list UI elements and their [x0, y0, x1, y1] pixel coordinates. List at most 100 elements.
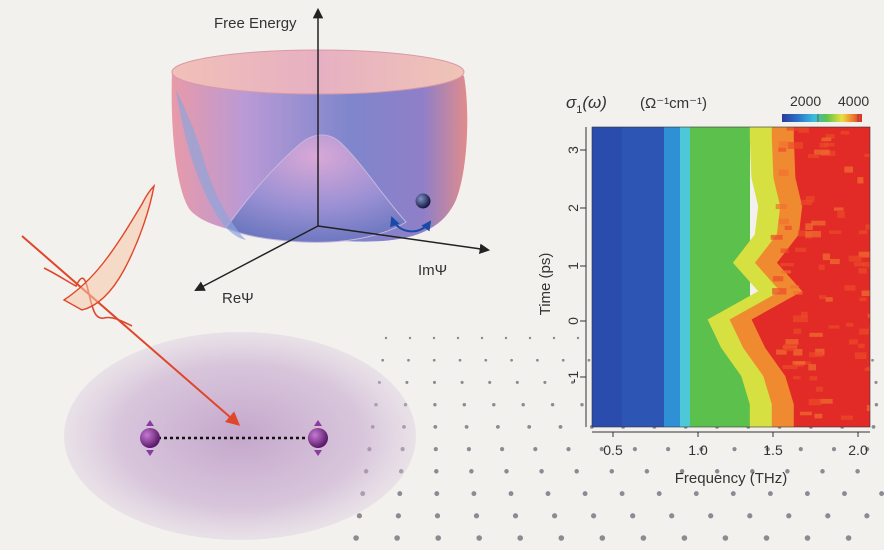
lattice-dot — [842, 491, 847, 497]
lattice-dot — [798, 447, 803, 452]
heatmap-speckle-cell — [780, 263, 794, 267]
heatmap-speckle-cell — [864, 153, 870, 158]
lattice-dot — [550, 402, 555, 407]
heatmap-speckle-cell — [840, 415, 853, 420]
lattice-dot — [590, 513, 597, 519]
lattice-dot — [395, 513, 402, 519]
lattice-dot — [473, 513, 480, 519]
lattice-dot — [747, 513, 753, 519]
lattice-dot — [786, 513, 792, 519]
heatmap-speckle-cell — [805, 223, 813, 230]
lattice-dot — [874, 402, 879, 407]
heatmap-speckle-cell — [782, 365, 798, 370]
lattice-dot — [708, 513, 714, 519]
heatmap-speckle-cell — [858, 268, 867, 274]
lattice-dot — [517, 535, 523, 541]
lattice-dot — [536, 358, 539, 362]
heatmap-speckle-cell — [808, 154, 820, 159]
lattice-dot — [679, 469, 685, 474]
heatmap-speckle-cell — [869, 324, 870, 331]
lattice-dot — [476, 535, 483, 541]
heatmap-speckle — [770, 127, 870, 420]
heatmap-speckle-cell — [830, 258, 840, 265]
heatmap-speckle-cell — [845, 322, 854, 327]
conductivity-heatmap: σ1(ω) (Ω⁻¹cm⁻¹) 2000 4000 — [537, 93, 871, 487]
lattice-dot — [394, 535, 400, 541]
colorbar-tick-label: 4000 — [838, 93, 869, 109]
x-tick-label: 0.5 — [603, 442, 623, 458]
heatmap-band-cyan — [680, 127, 692, 427]
lattice-dot — [874, 380, 878, 384]
lattice-dot — [750, 469, 755, 474]
lattice-dot — [466, 447, 471, 452]
heatmap-speckle-cell — [848, 255, 862, 262]
lattice-dot — [804, 535, 811, 541]
lattice-dot — [765, 447, 770, 452]
heatmap-speckle-cell — [798, 127, 809, 133]
lattice-dot — [609, 469, 615, 474]
heatmap-title: σ1(ω) — [566, 93, 607, 116]
heatmap-speckle-cell — [786, 127, 799, 131]
free-energy-potential — [171, 49, 468, 243]
heatmap-speckle-cell — [829, 230, 842, 234]
heatmap-speckle-cell — [776, 349, 787, 355]
heatmap-speckle-cell — [778, 218, 790, 225]
y-tick-label: 0 — [565, 317, 581, 325]
lattice-dot — [820, 469, 825, 474]
lattice-dot — [599, 447, 604, 452]
lattice-dot — [871, 358, 874, 362]
lattice-dot — [587, 358, 591, 362]
heatmap-speckle-cell — [853, 262, 865, 267]
lattice-dot — [504, 336, 508, 340]
lattice-dot — [495, 424, 500, 429]
heatmap-speckle-cell — [849, 339, 858, 345]
spin-up-icon — [146, 420, 154, 426]
heatmap-speckle-cell — [825, 297, 833, 302]
lattice-dot — [574, 469, 579, 474]
lattice-dot — [456, 336, 460, 340]
lattice-dot — [471, 491, 477, 497]
heatmap-speckle-cell — [844, 285, 856, 291]
heatmap-speckle-cell — [792, 361, 806, 365]
lattice-dot — [681, 535, 688, 541]
heatmap-speckle-cell — [800, 199, 813, 206]
lattice-dot — [492, 402, 496, 407]
heatmap-speckle-cell — [809, 352, 823, 358]
lattice-dot — [397, 491, 403, 497]
y-tick-label: 2 — [565, 204, 581, 212]
lattice-dot — [864, 513, 870, 519]
free-energy-label: Free Energy — [214, 15, 297, 32]
heatmap-speckle-cell — [808, 364, 816, 371]
heatmap-speckle-cell — [865, 224, 870, 230]
lattice-dot — [434, 469, 439, 474]
heatmap-speckle-cell — [862, 262, 870, 267]
lattice-dot — [527, 424, 532, 429]
lattice-dot — [510, 358, 513, 362]
lattice-dot — [434, 491, 440, 497]
lattice-dot — [484, 358, 488, 362]
lattice-dot — [407, 358, 410, 362]
potential-axes: Free Energy ReΨ ImΨ — [194, 7, 491, 307]
lattice-dot — [460, 380, 464, 384]
central-hump — [225, 134, 407, 243]
lattice-dot — [730, 491, 736, 497]
spin-down-icon — [146, 450, 154, 456]
lattice-dot — [644, 469, 650, 474]
heatmap-band-green — [690, 127, 750, 427]
heatmap-speckle-cell — [858, 343, 865, 349]
lattice-dot — [512, 513, 519, 519]
lattice-dot — [570, 380, 575, 384]
spin-up-icon — [314, 420, 322, 426]
lattice-dot — [408, 336, 412, 340]
lattice-dot — [464, 424, 469, 429]
heatmap-speckle-cell — [811, 220, 826, 226]
order-parameter-ball — [415, 193, 431, 209]
electron-left — [140, 428, 160, 448]
lattice-dot — [381, 358, 385, 362]
heatmap-speckle-cell — [819, 295, 827, 300]
heatmap-band-midblue — [592, 127, 622, 427]
im-psi-axis — [317, 225, 491, 255]
y-ticks: 3 2 1 0 -1 — [565, 146, 586, 383]
heatmap-speckle-cell — [869, 263, 870, 270]
lattice-dot — [722, 535, 729, 541]
